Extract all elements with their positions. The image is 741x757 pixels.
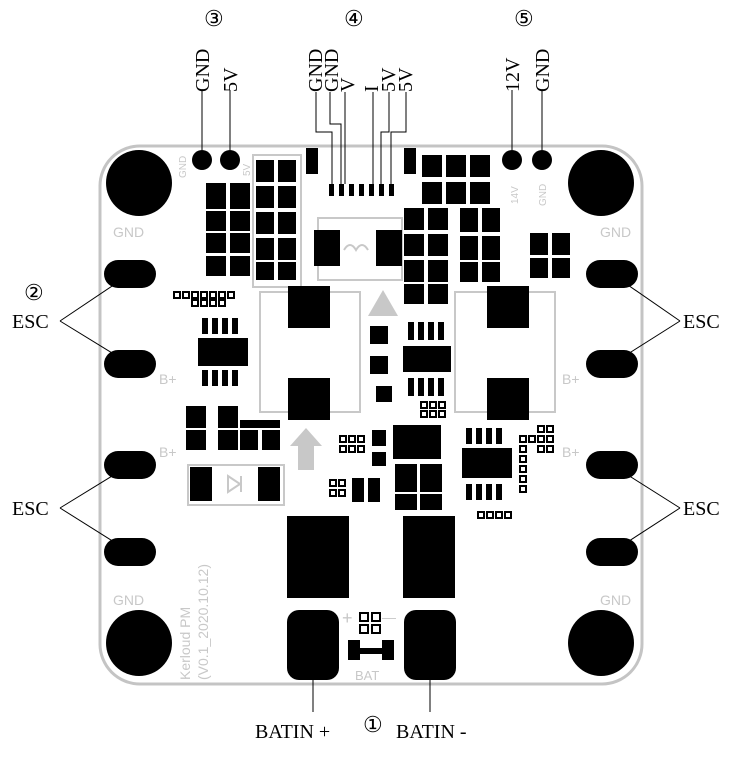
small-pin-array-center [420,401,446,418]
esd-warning-icon [368,290,398,316]
connector-4-right-tab [404,148,416,174]
pin-4-i-label: I [361,85,383,92]
small-pin-array-lower [329,425,554,519]
component-cluster-lower-left [186,406,280,450]
diode-symbol-icon [227,474,242,494]
silk-plus: + [342,608,353,628]
marker-2: ② [24,280,44,305]
ic-center [370,322,451,402]
silk-gnd-top-left: GND [113,224,144,240]
power-pad-right [403,516,455,598]
batin-minus-label: BATIN - [396,721,467,743]
marker-3: ③ [204,6,224,31]
silk-pad-gnd: GND [178,156,189,178]
silk-gnd-bottom-right: GND [600,592,631,608]
silk-gnd-bottom-left: GND [113,592,144,608]
mount-hole-bottom-left [106,610,172,676]
silk-pad-gnd-right: GND [538,184,549,206]
esc-label-left-top: ESC [12,311,49,333]
pin-4-gnd2-label: GND [321,49,343,92]
board-outline [98,144,644,686]
marker-5: ⑤ [514,6,534,31]
diode-pad-right [258,467,280,501]
marker-4: ④ [344,6,364,31]
power-mosfets [259,286,556,420]
silk-minus: — [382,609,396,625]
pin-5-12v-label: 12V [502,57,524,92]
marker-1: ① [363,712,383,737]
inductor-top [314,217,403,281]
pad-5-gnd [532,150,552,170]
callout-lines [59,90,681,712]
diode-outline [187,464,285,506]
component-cluster-upper-right [404,155,570,304]
bat-jumper [348,612,394,660]
component-cluster-lower-center [352,425,512,510]
pad-3-5v [220,150,240,170]
esc-label-right-top: ESC [683,311,720,333]
power-pad-left [287,516,349,598]
batin-plus-label: BATIN + [255,721,330,743]
pin-4-gnd1-label: GND [305,49,327,92]
esc-label-left-bottom: ESC [12,498,49,520]
pin-3-gnd-label: GND [192,49,214,92]
silk-gnd-top-right: GND [600,224,631,240]
component-cluster-upper-left [206,154,302,288]
pin-5-gnd-label: GND [532,49,554,92]
ic-left [198,318,248,386]
esc-label-right-bottom: ESC [683,498,720,520]
pad-3-gnd [192,150,212,170]
silk-bplus-right-bottom: B+ [562,444,580,460]
version-line-1: Kerloud PM [177,607,193,680]
pin-3-5v-label: 5V [220,67,242,92]
mount-hole-top-right [568,150,634,216]
silk-pad-14v: 14V [510,186,521,204]
silk-bat: BAT [355,668,379,683]
small-pin-array-left [173,291,235,307]
silk-bplus-left-bottom: B+ [159,444,177,460]
connector-4-left-tab [306,148,318,174]
mount-hole-bottom-right [568,610,634,676]
version-line-2: (V0.1_2020.10.12) [195,564,211,680]
silk-bplus-left-top: B+ [159,371,177,387]
diode-pad-left [190,467,212,501]
silk-bplus-right-top: B+ [562,371,580,387]
silk-pad-5v: 5V [242,163,253,176]
pin-4-5v1-label: 5V [378,67,400,92]
pad-5-12v [502,150,522,170]
pin-4-v-label: V [337,77,359,92]
up-arrow-icon [290,428,322,470]
mount-hole-top-left [106,150,172,216]
pin-4-5v2-label: 5V [395,67,417,92]
connector-4-pins [329,184,394,196]
